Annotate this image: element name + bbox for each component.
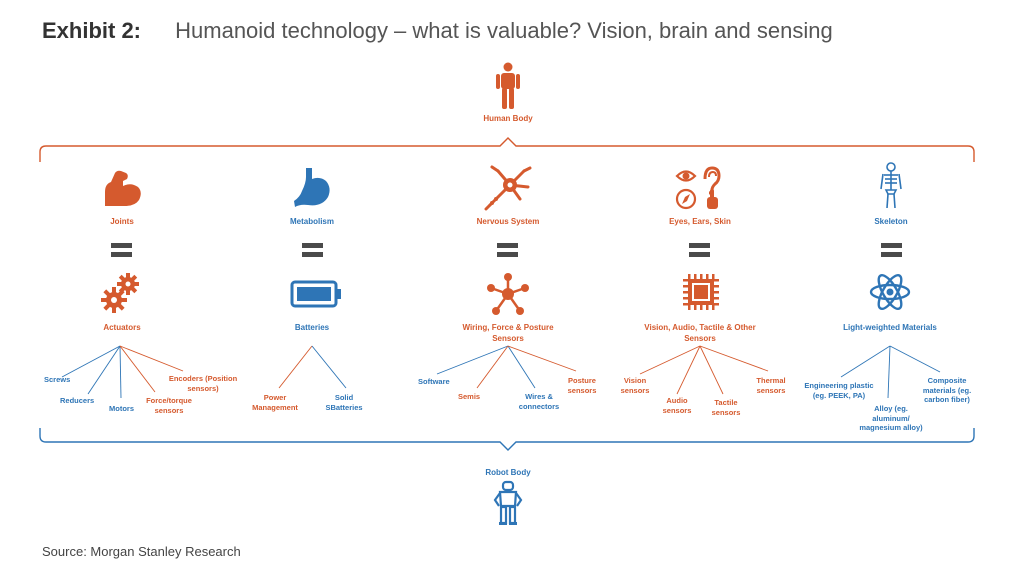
bottom-brace: [39, 428, 975, 451]
equals-sign: [111, 243, 132, 257]
leaf-audio-sensors: Audio sensors: [662, 396, 692, 415]
exhibit-title: Humanoid technology – what is valuable? …: [175, 18, 833, 43]
hand-pointer-icon: [707, 189, 718, 209]
batteries-label: Batteries: [294, 323, 330, 332]
tree-wiring: [436, 345, 577, 389]
skeleton-label: Skeleton: [874, 217, 908, 226]
tree-sensors: [639, 345, 769, 395]
metabolism-label: Metabolism: [289, 217, 334, 226]
battery-icon: [290, 280, 341, 308]
stomach-icon: [294, 168, 330, 207]
leaf-thermal-sensors: Thermal sensors: [756, 376, 786, 395]
top-brace: [39, 137, 975, 162]
leaf-semis: Semis: [458, 392, 481, 401]
leaf-reducers: Reducers: [60, 396, 95, 405]
chip-icon: [683, 274, 719, 310]
robot-body-label: Robot Body: [485, 468, 531, 477]
leaf-tactile-sensors: Tactile sensors: [711, 398, 741, 417]
robot-body-icon: [493, 480, 523, 525]
exhibit-header: Exhibit 2: Humanoid technology – what is…: [42, 18, 833, 44]
leaf-wires-connectors: Wires & connectors: [518, 392, 560, 411]
leaf-power-management: Power Management: [252, 393, 298, 412]
skeleton-icon: [880, 162, 902, 209]
wiring-sensors-label: Wiring, Force & Posture Sensors: [462, 323, 554, 343]
atom-icon: [869, 273, 911, 311]
tree-materials: [840, 345, 941, 399]
nervous-system-label: Nervous System: [476, 217, 540, 226]
materials-label: Light-weighted Materials: [843, 323, 937, 332]
source-note: Source: Morgan Stanley Research: [42, 544, 241, 559]
tree-batteries: [278, 345, 347, 389]
tree-actuators: [61, 345, 184, 399]
senses-icon: [675, 166, 721, 210]
equals-sign: [881, 243, 902, 257]
sensors-label: Vision, Audio, Tactile & Other Sensors: [644, 323, 756, 343]
exhibit-label: Exhibit 2:: [42, 18, 142, 43]
equals-sign: [302, 243, 323, 257]
leaf-alloy: Alloy (eg. aluminum/ magnesium alloy): [859, 404, 923, 432]
leaf-software: Software: [418, 377, 450, 386]
network-icon: [487, 273, 529, 315]
flexed-arm-icon: [105, 170, 141, 206]
eye-icon: [675, 170, 697, 182]
leaf-solid-batteries: Solid SBatteries: [325, 393, 363, 412]
human-body-label: Human Body: [483, 114, 533, 123]
joints-label: Joints: [110, 217, 134, 226]
compass-icon: [675, 188, 697, 210]
leaf-vision-sensors: Vision sensors: [620, 376, 650, 395]
leaf-force-torque: Force/torque sensors: [146, 396, 192, 415]
equals-sign: [689, 243, 710, 257]
eyes-ears-skin-label: Eyes, Ears, Skin: [669, 217, 731, 226]
leaf-screws: Screws: [44, 375, 71, 384]
neuron-icon: [484, 165, 532, 211]
leaf-motors: Motors: [109, 404, 134, 413]
gears-icon: [101, 273, 139, 313]
equals-sign: [497, 243, 518, 257]
human-body-icon: [496, 62, 520, 109]
leaf-encoders: Encoders (Position sensors): [168, 374, 238, 393]
leaf-composite: Composite materials (eg. carbon fiber): [922, 376, 972, 404]
actuators-label: Actuators: [103, 323, 141, 332]
leaf-posture-sensors: Posture sensors: [567, 376, 597, 395]
leaf-engineering-plastic: Engineering plastic (eg. PEEK, PA): [804, 381, 874, 400]
